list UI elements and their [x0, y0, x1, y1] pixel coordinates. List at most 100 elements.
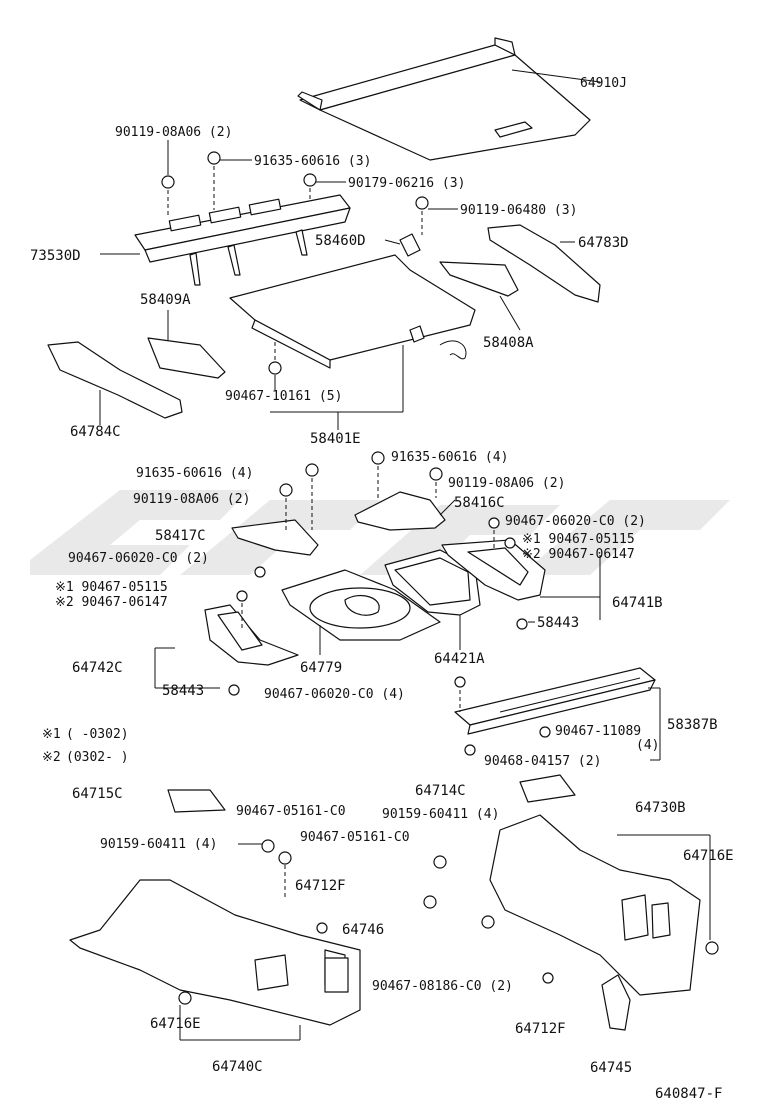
part-labels: 64910J 90119-08A06 (2) 91635-60616 (3) 9…	[30, 76, 734, 1102]
trim-64730b	[489, 814, 711, 996]
label-90467-05115-right: ※1 90467-05115	[522, 532, 635, 547]
label-64742c: 64742C	[72, 660, 123, 676]
label-90119-06480-3: 90119-06480 (3)	[460, 203, 577, 218]
label-90467-10161-5: 90467-10161 (5)	[225, 389, 342, 404]
screw-91635-60616-4-right	[371, 451, 385, 500]
label-90467-11089: 90467-11089	[555, 724, 641, 739]
label-58387b: 58387B	[667, 717, 718, 733]
clip-64716e-left	[178, 991, 192, 1005]
clip-64716e-right	[705, 941, 719, 955]
clip-90467-05161-c0-right	[423, 895, 437, 909]
board-58408a	[439, 261, 521, 331]
cover-64714c	[519, 774, 576, 803]
label-64715c: 64715C	[72, 786, 123, 802]
clip-90467-05161-c0-left	[278, 851, 292, 900]
label-58460d: 58460D	[315, 233, 366, 249]
clip-90467-06020-c0-4	[454, 676, 466, 712]
label-90467-06020-c0-4: 90467-06020-C0 (4)	[264, 687, 405, 702]
label-90119-08a06-2-right: 90119-08A06 (2)	[448, 476, 565, 491]
board-58409a	[147, 310, 226, 379]
label-64421a: 64421A	[434, 651, 485, 667]
label-64712f-right: 64712F	[515, 1021, 566, 1037]
label-90467-05161-c0-a: 90467-05161-C0	[236, 804, 346, 819]
label-90467-08186-c0-2: 90467-08186-C0 (2)	[372, 979, 513, 994]
deck-board-58401e	[229, 254, 476, 430]
clip-90467-05115-right	[504, 537, 516, 549]
label-64783d: 64783D	[578, 235, 629, 251]
label-64712f-left: 64712F	[295, 878, 346, 894]
label-91635-60616-4-left: 91635-60616 (4)	[136, 466, 253, 481]
label-58409a: 58409A	[140, 292, 191, 308]
label-58443-right: 58443	[537, 615, 579, 631]
screw-90119-08a06-top	[161, 140, 175, 218]
label-64740c: 64740C	[212, 1059, 263, 1075]
scuff-plate-58387b	[454, 667, 661, 761]
label-64745: 64745	[590, 1060, 632, 1076]
label-64716e-left: 64716E	[150, 1016, 201, 1032]
clip-90467-05115-left	[236, 590, 248, 630]
trim-64783d	[487, 224, 601, 303]
label-90159-60411-4-right: 90159-60411 (4)	[382, 807, 499, 822]
clip-90468-04157	[464, 744, 476, 756]
label-90119-08a06-2-left: 90119-08A06 (2)	[133, 492, 250, 507]
label-64784c: 64784C	[70, 424, 121, 440]
label-58443-left: 58443	[162, 683, 204, 699]
bracket-73530d	[100, 194, 351, 286]
spare-tire-tray-64779	[281, 569, 441, 655]
legend-range-2: (0302- )	[66, 750, 129, 765]
label-90179-06216-3: 90179-06216 (3)	[348, 176, 465, 191]
cover-64741b	[441, 539, 601, 620]
label-90467-06147-right: ※2 90467-06147	[522, 547, 635, 562]
screw-90119-08a06-2-left	[279, 483, 293, 530]
label-90467-06020-c0-2-right: 90467-06020-C0 (2)	[505, 514, 646, 529]
legend-mark-1: ※1	[42, 727, 61, 742]
clip-90467-08186-c0	[481, 915, 495, 929]
clip-90467-06020-c0-left	[254, 566, 266, 578]
screw-91635-60616-3	[207, 151, 252, 210]
cover-64745	[601, 974, 631, 1031]
label-64910j: 64910J	[580, 76, 627, 91]
screw-90159-60411-right	[433, 855, 447, 869]
label-64714c: 64714C	[415, 783, 466, 799]
clip-64712f-left	[316, 922, 328, 934]
cover-64715c	[167, 789, 226, 813]
box-64421a	[384, 549, 481, 650]
clip-58443-right	[516, 618, 535, 630]
label-90159-60411-4-left: 90159-60411 (4)	[100, 837, 217, 852]
screw-91635-60616-4-left	[305, 463, 319, 530]
bracket-64746	[324, 957, 349, 993]
clip-90467-10161-5	[268, 340, 282, 390]
screw-90119-06480-3	[415, 196, 458, 235]
label-90467-11089-qty: (4)	[636, 738, 659, 753]
label-64716e-right: 64716E	[683, 848, 734, 864]
screw-90119-08a06-2-right	[429, 467, 443, 498]
label-58401e: 58401E	[310, 431, 361, 447]
label-58408a: 58408A	[483, 335, 534, 351]
label-64741b: 64741B	[612, 595, 663, 611]
clip-90467-06020-c0-right	[488, 517, 500, 548]
legend-range-1: ( -0302)	[66, 727, 129, 742]
bracket-58416c	[354, 491, 456, 531]
clip-64712f-right	[542, 972, 554, 984]
trim-64784c	[47, 341, 183, 425]
screw-90159-60411-left	[238, 839, 275, 853]
label-91635-60616-4-right: 91635-60616 (4)	[391, 450, 508, 465]
cover-64742c	[154, 604, 299, 689]
label-58417c: 58417C	[155, 528, 206, 544]
clip-58460d	[384, 233, 421, 257]
label-90119-08a06-2-top: 90119-08A06 (2)	[115, 125, 232, 140]
label-58416c: 58416C	[454, 495, 505, 511]
clip-90467-11089	[539, 726, 551, 738]
label-90468-04157: 90468-04157 (2)	[484, 754, 601, 769]
legend-mark-2: ※2	[42, 750, 61, 765]
label-64746: 64746	[342, 922, 384, 938]
bracket-58417c	[231, 519, 319, 556]
label-64730b: 64730B	[635, 800, 686, 816]
clip-58443-left	[228, 684, 240, 696]
drawing-number: 640847-F	[655, 1086, 722, 1102]
label-90467-05161-c0-b: 90467-05161-C0	[300, 830, 410, 845]
label-90467-05115-left: ※1 90467-05115	[55, 580, 168, 595]
label-90467-06147-left: ※2 90467-06147	[55, 595, 168, 610]
